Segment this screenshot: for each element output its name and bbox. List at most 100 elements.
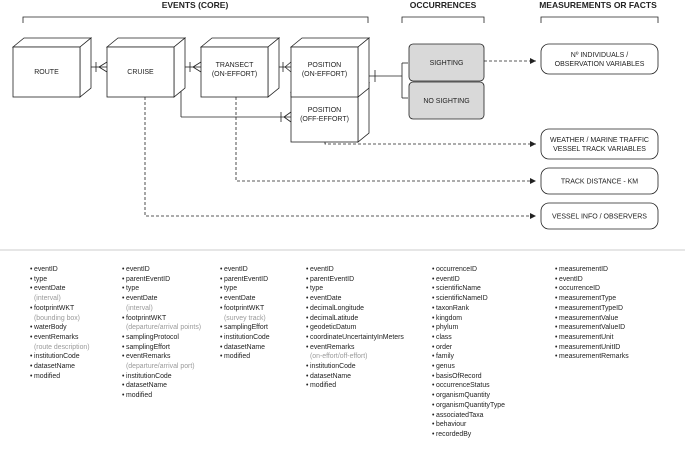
transect-position-connector [279, 61, 292, 73]
bullet-icon: • [432, 324, 435, 332]
bullet-icon: • [555, 304, 558, 312]
field-name: coordinateUncertaintyInMeters [310, 333, 404, 341]
position-occurrence-connector [369, 62, 408, 99]
field-item: •modified [220, 352, 270, 362]
bullet-icon: • [555, 343, 558, 351]
bullet-icon: • [432, 372, 435, 380]
field-name: modified [34, 372, 61, 380]
bullet-icon: • [30, 275, 33, 283]
field-name: eventID [310, 266, 334, 273]
field-name: taxonRank [436, 304, 469, 312]
field-name: decimalLongitude [310, 304, 365, 312]
field-name: institutionCode [126, 372, 172, 380]
field-item: •scientificName [432, 284, 505, 294]
bullet-icon: • [432, 266, 435, 273]
cruise-transect-connector [185, 61, 202, 73]
field-name: eventDate [126, 295, 158, 303]
field-item: •kingdom [432, 314, 505, 324]
field-name: parentEventID [224, 275, 269, 283]
route-label: ROUTE [34, 69, 59, 76]
field-name: measurementValueID [559, 324, 626, 332]
field-item: •eventID [306, 265, 404, 275]
field-name: type [34, 275, 48, 283]
field-item: •family [432, 352, 505, 362]
field-name: eventID [34, 266, 58, 273]
field-item: •organismQuantity [432, 391, 505, 401]
field-item: •institutionCode [30, 352, 90, 362]
position-on-label: POSITION [308, 62, 341, 69]
individuals-box [540, 43, 659, 75]
field-item: •type [122, 284, 201, 294]
field-name: modified [224, 353, 251, 361]
header-measurements: MEASUREMENTS OR FACTS [539, 0, 657, 10]
bullet-icon: • [30, 353, 33, 361]
field-name: parentEventID [310, 275, 355, 283]
bullet-icon: • [122, 295, 125, 303]
sighting-box [408, 43, 485, 82]
position-weather-arrow [324, 141, 536, 147]
field-name: occurrenceStatus [436, 382, 490, 390]
field-name: decimalLatitude [310, 314, 359, 322]
bullet-icon: • [432, 430, 435, 438]
bullet-icon: • [220, 353, 223, 361]
weather-box [540, 128, 659, 160]
bullet-icon: • [432, 304, 435, 312]
bullet-icon: • [555, 275, 558, 283]
bullet-icon: • [122, 382, 125, 390]
field-name: datasetName [310, 372, 351, 380]
bullet-icon: • [306, 333, 309, 341]
bullet-icon: • [306, 314, 309, 322]
position-fields-column: •eventID•parentEventID•type•eventDate•de… [306, 265, 404, 391]
bullet-icon: • [122, 372, 125, 380]
field-name: type [310, 285, 324, 293]
field-item: •phylum [432, 323, 505, 333]
field-name: (interval) [126, 304, 153, 312]
transect-track-arrow [235, 97, 536, 184]
field-name: geodeticDatum [310, 324, 357, 332]
field-item: •type [306, 284, 404, 294]
bullet-icon: • [555, 266, 558, 273]
measurement-fields-column: •measurementID•eventID•occurrenceID•meas… [555, 265, 629, 362]
individuals-label: Nº INDIVIDUALS / [571, 52, 628, 59]
bullet-icon: • [432, 382, 435, 390]
field-name: (route description) [34, 343, 90, 351]
field-name: datasetName [224, 343, 265, 351]
field-item: •geodeticDatum [306, 323, 404, 333]
field-name: samplingEffort [126, 343, 170, 351]
field-item: •institutionCode [220, 333, 270, 343]
field-name: institutionCode [310, 363, 356, 371]
position-on-sublabel: (ON-EFFORT) [302, 71, 347, 78]
field-item: •samplingProtocol [122, 333, 201, 343]
field-item: •eventDate [306, 294, 404, 304]
field-item: •occurrenceStatus [432, 381, 505, 391]
field-name: (survey track) [224, 314, 266, 322]
bracket-occurrences [401, 16, 485, 23]
field-item: •measurementRemarks [555, 352, 629, 362]
vessel-info-label: VESSEL INFO / OBSERVERS [552, 214, 647, 221]
bullet-icon: • [122, 343, 125, 351]
cruise-box [105, 37, 187, 98]
bullet-icon: • [306, 343, 309, 351]
field-name: measurementValue [559, 314, 619, 322]
field-item: •order [432, 343, 505, 353]
field-name: basisOfRecord [436, 372, 482, 380]
field-name: parentEventID [126, 275, 171, 283]
header-occurrences: OCCURRENCES [410, 0, 477, 10]
field-name: (interval) [34, 295, 61, 303]
field-item: •samplingEffort [220, 323, 270, 333]
field-item: •eventRemarks [122, 352, 201, 362]
field-name: eventDate [34, 285, 66, 293]
bullet-icon: • [432, 285, 435, 293]
track-distance-box [540, 167, 659, 195]
position-off-label: POSITION [308, 107, 341, 114]
bracket-events [22, 16, 369, 23]
field-item: •eventDate [30, 284, 90, 294]
bullet-icon: • [306, 304, 309, 312]
field-name: scientificName [436, 285, 481, 293]
field-name: occurrenceID [436, 266, 477, 273]
field-note: (route description) [30, 343, 90, 353]
bracket-measurements [540, 16, 659, 23]
bullet-icon: • [220, 333, 223, 341]
field-item: •eventID [555, 275, 629, 285]
bullet-icon: • [432, 363, 435, 371]
